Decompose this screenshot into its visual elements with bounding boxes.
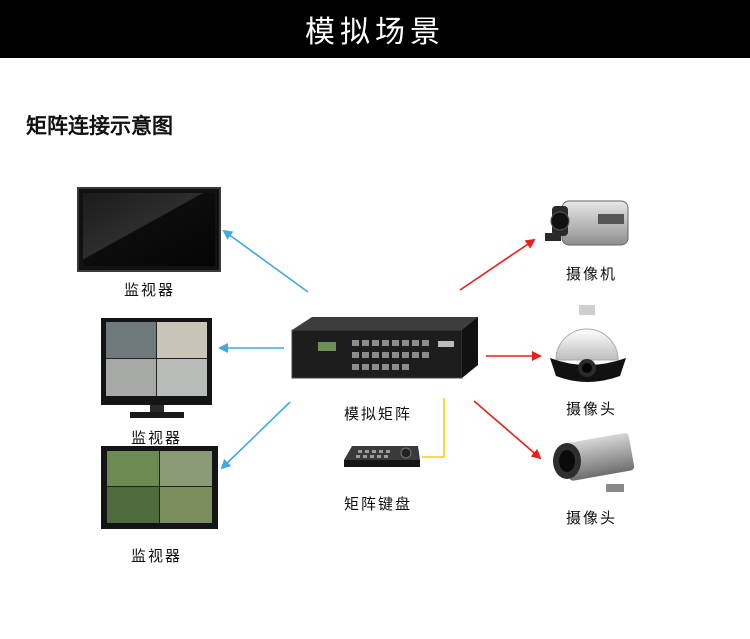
keyboard-control-line xyxy=(422,398,445,458)
bullet-camera-icon xyxy=(553,433,635,492)
bullet-camera-label: 摄像头 xyxy=(566,509,618,527)
section-title: 矩阵连接示意图 xyxy=(26,114,173,138)
arrow-from-camcorder xyxy=(459,238,536,291)
monitor-2-label: 监视器 xyxy=(131,429,183,447)
camcorder-icon xyxy=(545,200,629,246)
matrix-keyboard-icon xyxy=(344,446,420,467)
matrix-switcher-icon xyxy=(291,317,478,379)
page-header: 模拟场景 xyxy=(0,0,750,58)
arrow-to-monitor-3 xyxy=(220,401,291,470)
arrow-from-bullet-camera xyxy=(473,400,542,460)
monitor-3-label: 监视器 xyxy=(131,547,183,565)
page-title: 模拟场景 xyxy=(305,15,445,50)
camcorder-label: 摄像机 xyxy=(566,265,618,283)
monitor-3-icon xyxy=(101,446,218,529)
monitor-2-icon xyxy=(101,318,212,418)
monitor-1-icon xyxy=(77,187,221,272)
arrow-to-monitor-1 xyxy=(222,229,309,293)
matrix-label: 模拟矩阵 xyxy=(344,405,413,423)
keyboard-label: 矩阵键盘 xyxy=(344,495,413,513)
monitor-1-label: 监视器 xyxy=(124,281,176,299)
dome-camera-icon xyxy=(550,305,626,382)
dome-camera-label: 摄像头 xyxy=(566,400,618,418)
